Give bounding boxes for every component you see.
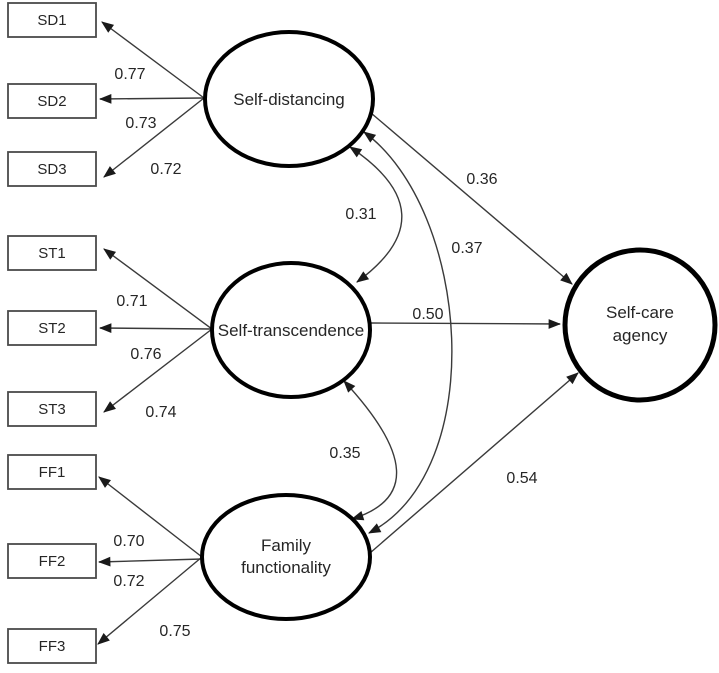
outcome-label-line2: agency [613,326,668,345]
latent-ellipse-self-transcendence [210,261,372,399]
loading-value-ff2: 0.72 [113,573,144,590]
loading-arrow-st1 [103,248,213,330]
indicator-box-ff2 [7,543,97,579]
path-value-selfdistancing: 0.36 [466,171,497,188]
loading-value-sd2: 0.73 [125,115,156,132]
indicator-box-sd1 [7,2,97,38]
loading-arrow-ff1 [98,476,203,558]
latent-label-self-transcendence: Self-transcendence [218,321,364,340]
loading-value-ff3: 0.75 [159,623,190,640]
indicator-label-ff2: FF2 [39,553,66,570]
loading-arrow-sd3 [103,97,205,178]
indicator-box-sd2 [7,83,97,119]
loading-value-sd1: 0.77 [114,66,145,83]
indicator-label-st2: ST2 [38,320,66,337]
indicator-box-st1 [7,235,97,271]
indicator-box-sd3 [7,151,97,187]
indicator-box-st3 [7,391,97,427]
path-value-selftranscendence: 0.50 [412,306,443,323]
indicator-label-st1: ST1 [38,245,66,262]
loading-arrow-sd2 [98,94,205,104]
correlation-arrow-selfdistancing-familyfunctionality [363,131,453,534]
latent-ellipse-family-functionality [200,493,372,621]
loading-arrow-st2 [98,323,213,333]
indicator-label-ff1: FF1 [39,464,66,481]
path-arrow-familyfunctionality-to-selfcareagency [369,372,579,554]
indicator-label-ff3: FF3 [39,638,66,655]
loading-arrow-ff3 [97,556,203,645]
indicator-label-sd1: SD1 [37,12,66,29]
latent-label-family-functionality-line1: Family [261,536,312,555]
loading-value-st2: 0.76 [130,346,161,363]
indicator-box-ff1 [7,454,97,490]
path-arrow-selfdistancing-to-selfcareagency [370,112,573,285]
loading-arrow-ff2 [97,556,203,567]
latent-circle-self-care-agency [562,247,718,403]
loading-value-ff1: 0.70 [113,533,144,550]
indicator-box-ff3 [7,628,97,664]
loading-value-st1: 0.71 [116,293,147,310]
latent-label-family-functionality-line2: functionality [241,558,331,577]
indicator-box-st2 [7,310,97,346]
loading-arrow-st3 [103,328,213,413]
latent-ellipse-self-distancing [203,30,375,168]
loading-arrow-sd1 [101,21,205,99]
path-value-familyfunctionality: 0.54 [506,470,537,487]
outcome-label-line1: Self-care [606,303,674,322]
path-arrow-selftranscendence-to-selfcareagency [370,319,562,329]
correlation-value-st-ff: 0.35 [329,445,360,462]
loading-value-sd3: 0.72 [150,161,181,178]
latent-label-self-distancing: Self-distancing [233,90,345,109]
indicator-label-sd2: SD2 [37,93,66,110]
indicator-label-st3: ST3 [38,401,66,418]
correlation-value-sd-st: 0.31 [345,206,376,223]
correlation-value-sd-ff: 0.37 [451,240,482,257]
loading-value-st3: 0.74 [145,404,176,421]
indicator-label-sd3: SD3 [37,161,66,178]
